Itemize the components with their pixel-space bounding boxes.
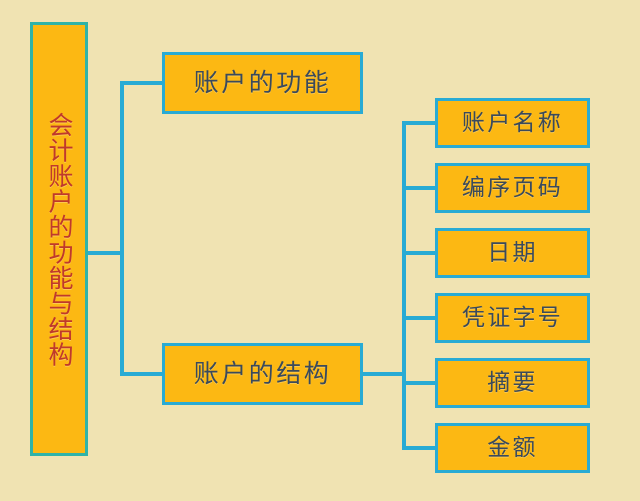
branch-node-account-structure[interactable]: 账户的结构 bbox=[162, 343, 363, 405]
leaf-node-account-name[interactable]: 账户名称 bbox=[435, 98, 590, 148]
leaf-node-date[interactable]: 日期 bbox=[435, 228, 590, 278]
leaf-node-summary[interactable]: 摘要 bbox=[435, 358, 590, 408]
leaf-node-voucher-number[interactable]: 凭证字号 bbox=[435, 293, 590, 343]
leaf-node-page-number[interactable]: 编序页码 bbox=[435, 163, 590, 213]
branch-node-account-function[interactable]: 账户的功能 bbox=[162, 52, 363, 114]
leaf-node-amount[interactable]: 金额 bbox=[435, 423, 590, 473]
root-node[interactable]: 会计账户的功能与结构 bbox=[30, 22, 88, 456]
